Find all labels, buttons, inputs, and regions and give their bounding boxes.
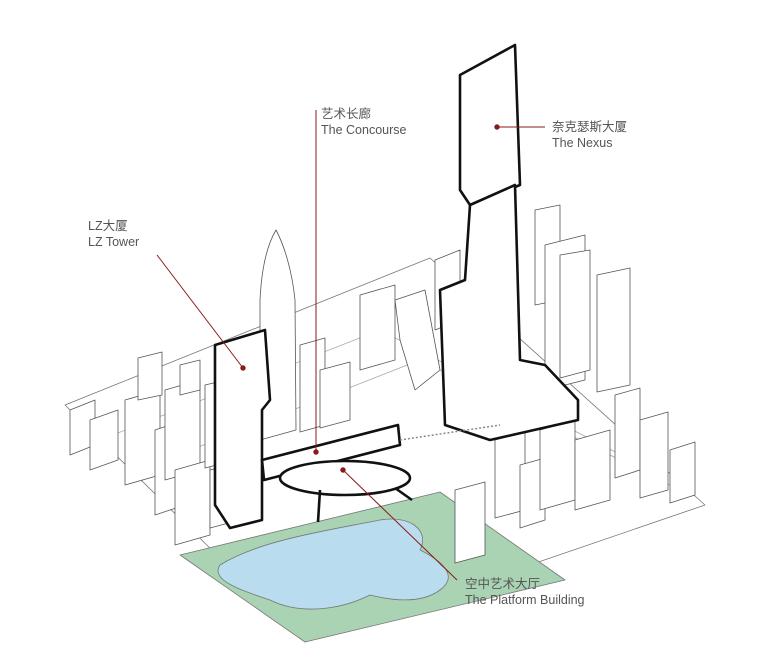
platform-building	[278, 459, 412, 497]
label-nexus-en: The Nexus	[552, 136, 613, 150]
label-lz-tower-en: LZ Tower	[88, 235, 140, 249]
label-nexus: 奈克瑟斯大厦 The Nexus	[552, 119, 627, 151]
leader-platform	[342, 469, 458, 581]
label-nexus-zh: 奈克瑟斯大厦	[552, 120, 628, 134]
nexus-tower-lower	[438, 183, 580, 442]
label-lz-tower-zh: LZ大厦	[88, 219, 128, 233]
leader-dot-lz-tower	[240, 365, 246, 371]
label-platform-en: The Platform Building	[465, 593, 585, 607]
leader-dot-nexus	[494, 124, 500, 130]
label-concourse-en: The Concourse	[321, 123, 407, 137]
label-concourse: 艺术长廊 The Concourse	[321, 106, 406, 138]
label-platform: 空中艺术大厅 The Platform Building	[465, 576, 585, 608]
lake	[217, 518, 449, 610]
label-platform-zh: 空中艺术大厅	[465, 577, 541, 591]
leader-dot-concourse	[313, 449, 319, 455]
nexus-tower-upper	[458, 43, 522, 207]
label-lz-tower: LZ大厦 LZ Tower	[88, 218, 139, 250]
lz-tower-building	[213, 328, 272, 530]
label-concourse-zh: 艺术长廊	[321, 107, 372, 121]
skybridge	[399, 424, 501, 441]
leader-lz-tower	[156, 254, 244, 369]
platform-leg	[316, 489, 322, 523]
leader-dot-platform	[340, 467, 346, 473]
platform-leg	[394, 486, 413, 502]
